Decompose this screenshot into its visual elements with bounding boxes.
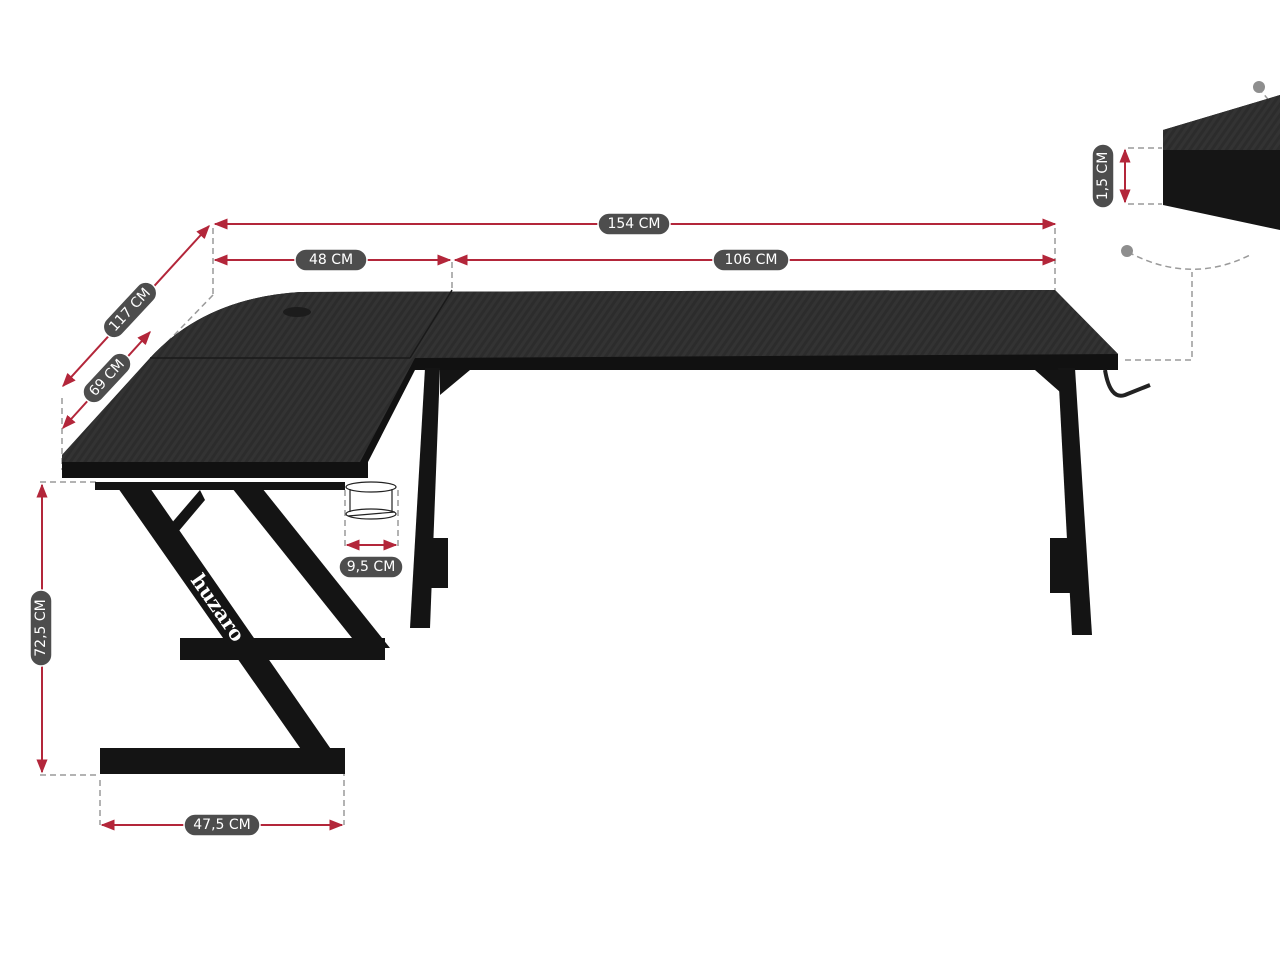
svg-text:9,5 CM: 9,5 CM bbox=[347, 559, 396, 575]
label-leg-depth: 47,5 CM bbox=[183, 813, 261, 837]
label-thickness: 1,5 CM bbox=[1091, 143, 1115, 209]
headphone-hook bbox=[1103, 369, 1151, 398]
desk-top bbox=[62, 289, 1118, 478]
z-leg-right bbox=[410, 368, 1151, 635]
cup-holder bbox=[345, 481, 397, 520]
cable-grommet bbox=[283, 307, 311, 317]
label-main-width: 106 CM bbox=[712, 248, 790, 272]
svg-text:154 CM: 154 CM bbox=[607, 216, 660, 232]
label-corner-width: 48 CM bbox=[294, 248, 368, 272]
edge-detail bbox=[1163, 95, 1280, 230]
label-total-width: 154 CM bbox=[597, 212, 671, 236]
label-height: 72,5 CM bbox=[29, 589, 53, 667]
svg-text:117 CM: 117 CM bbox=[106, 285, 154, 335]
svg-text:48 CM: 48 CM bbox=[309, 252, 353, 268]
svg-text:1,5 CM: 1,5 CM bbox=[1095, 152, 1111, 201]
svg-text:47,5 CM: 47,5 CM bbox=[193, 817, 250, 833]
svg-text:72,5 CM: 72,5 CM bbox=[33, 599, 49, 656]
label-cup-holder: 9,5 CM bbox=[338, 555, 404, 579]
label-side-length: 117 CM bbox=[102, 281, 158, 339]
brand-logo: huzaro bbox=[186, 569, 250, 646]
svg-text:106 CM: 106 CM bbox=[724, 252, 777, 268]
